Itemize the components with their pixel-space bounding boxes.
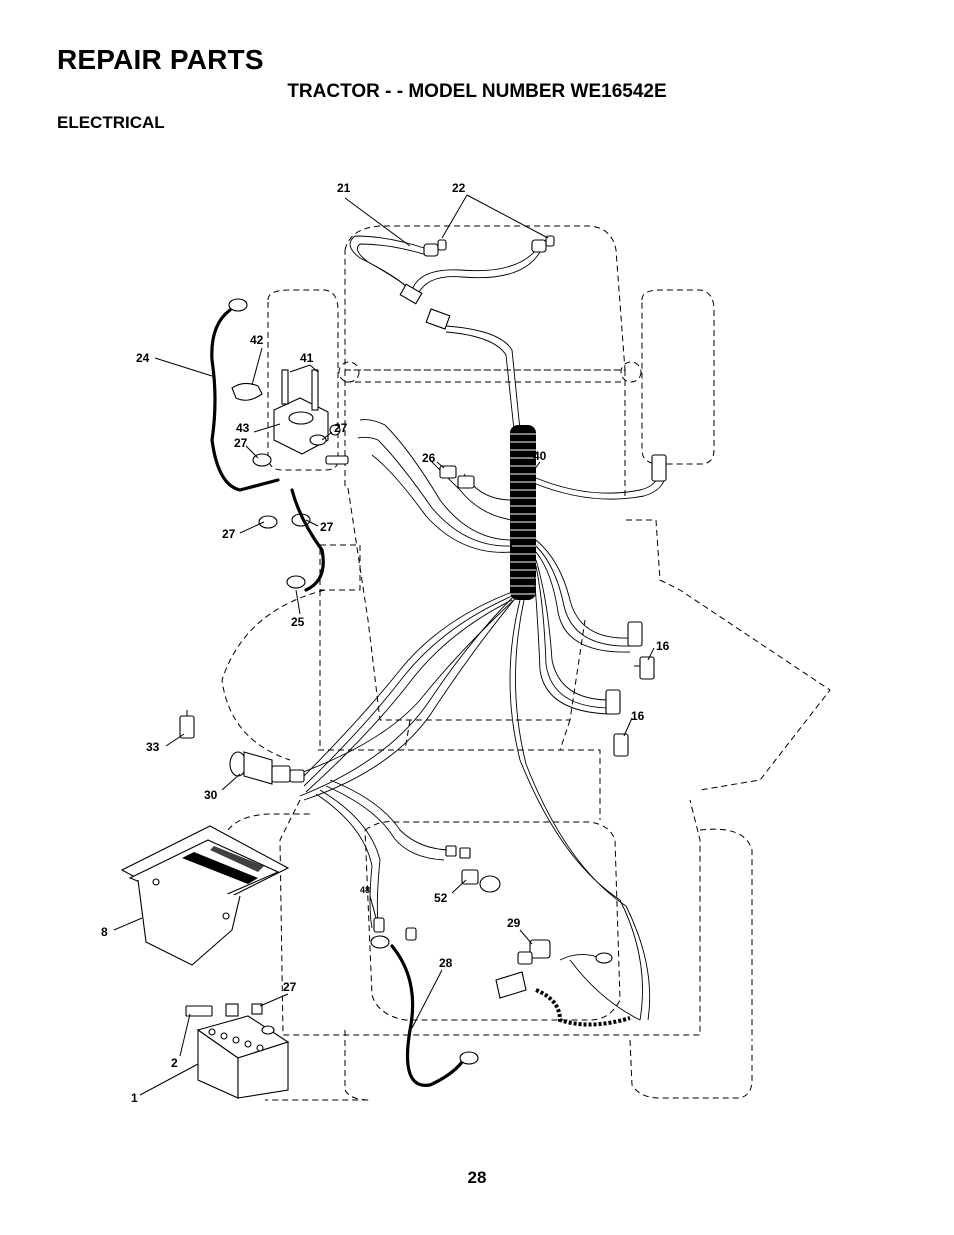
battery-cables	[210, 298, 479, 1087]
callout-52: 52	[434, 891, 448, 905]
main-harness	[291, 419, 667, 1021]
callout-26: 26	[422, 451, 436, 465]
callout-42: 42	[250, 333, 264, 347]
bulb-52	[461, 869, 501, 893]
page-number: 28	[467, 1168, 487, 1187]
part-callouts: 21 22 24 42 41 43 27 27 27 27 25 26 40 1…	[101, 181, 670, 1105]
headlight-harness	[349, 235, 555, 431]
pto-clutch-connector	[495, 939, 641, 1027]
fuse-holder	[325, 455, 349, 465]
headlight-connector	[399, 283, 423, 305]
connector-26	[439, 465, 475, 489]
bolt-41a	[281, 369, 289, 405]
callout-30: 30	[204, 788, 218, 802]
seat-switch-16-upper	[634, 656, 655, 680]
headlight-mating-connector	[425, 308, 451, 330]
callout-41: 41	[300, 351, 314, 365]
callout-leaders	[113, 194, 655, 1096]
callout-25: 25	[291, 615, 305, 629]
section-heading: ELECTRICAL	[57, 113, 165, 132]
callout-1: 1	[131, 1091, 138, 1105]
bolt-41b	[311, 369, 319, 411]
rear-connector	[651, 454, 667, 482]
ignition-plug-33	[179, 710, 195, 739]
callout-40: 40	[533, 449, 547, 463]
callout-16-a: 16	[656, 639, 670, 653]
callout-21: 21	[337, 181, 351, 195]
nut-27c	[258, 515, 278, 529]
seat-switch-16-lower	[613, 733, 629, 757]
nut-27b	[309, 434, 327, 446]
callout-33: 33	[146, 740, 160, 754]
boot-42	[231, 382, 263, 401]
callout-27-b: 27	[334, 421, 348, 435]
callout-48: 48	[360, 885, 370, 895]
page-title: REPAIR PARTS	[57, 44, 264, 75]
callout-24: 24	[136, 351, 150, 365]
model-subtitle: TRACTOR - - MODEL NUMBER WE16542E	[287, 81, 667, 102]
solenoid-assembly	[231, 369, 349, 529]
callout-27-d: 27	[320, 520, 334, 534]
callout-29: 29	[507, 916, 521, 930]
callout-16-b: 16	[631, 709, 645, 723]
ignition-switch	[229, 751, 305, 785]
tractor-outline	[221, 225, 831, 1101]
callout-43: 43	[236, 421, 250, 435]
callout-8: 8	[101, 925, 108, 939]
callout-22: 22	[452, 181, 466, 195]
callout-27-e: 27	[283, 980, 297, 994]
battery	[185, 1003, 290, 1099]
headlight-socket-right	[531, 235, 555, 253]
battery-box	[120, 825, 290, 966]
plug-48	[373, 917, 417, 941]
callout-27-a: 27	[234, 436, 248, 450]
callout-28: 28	[439, 956, 453, 970]
headlight-socket-left	[423, 239, 447, 257]
battery-bolt	[185, 1005, 213, 1017]
battery-clamp	[225, 1003, 239, 1017]
callout-2: 2	[171, 1056, 178, 1070]
battery-nut	[251, 1003, 263, 1015]
harness-connector-upper	[627, 621, 643, 647]
harness-connector-lower	[605, 689, 621, 715]
plug-harness-lower	[445, 845, 471, 859]
callout-27-c: 27	[222, 527, 236, 541]
